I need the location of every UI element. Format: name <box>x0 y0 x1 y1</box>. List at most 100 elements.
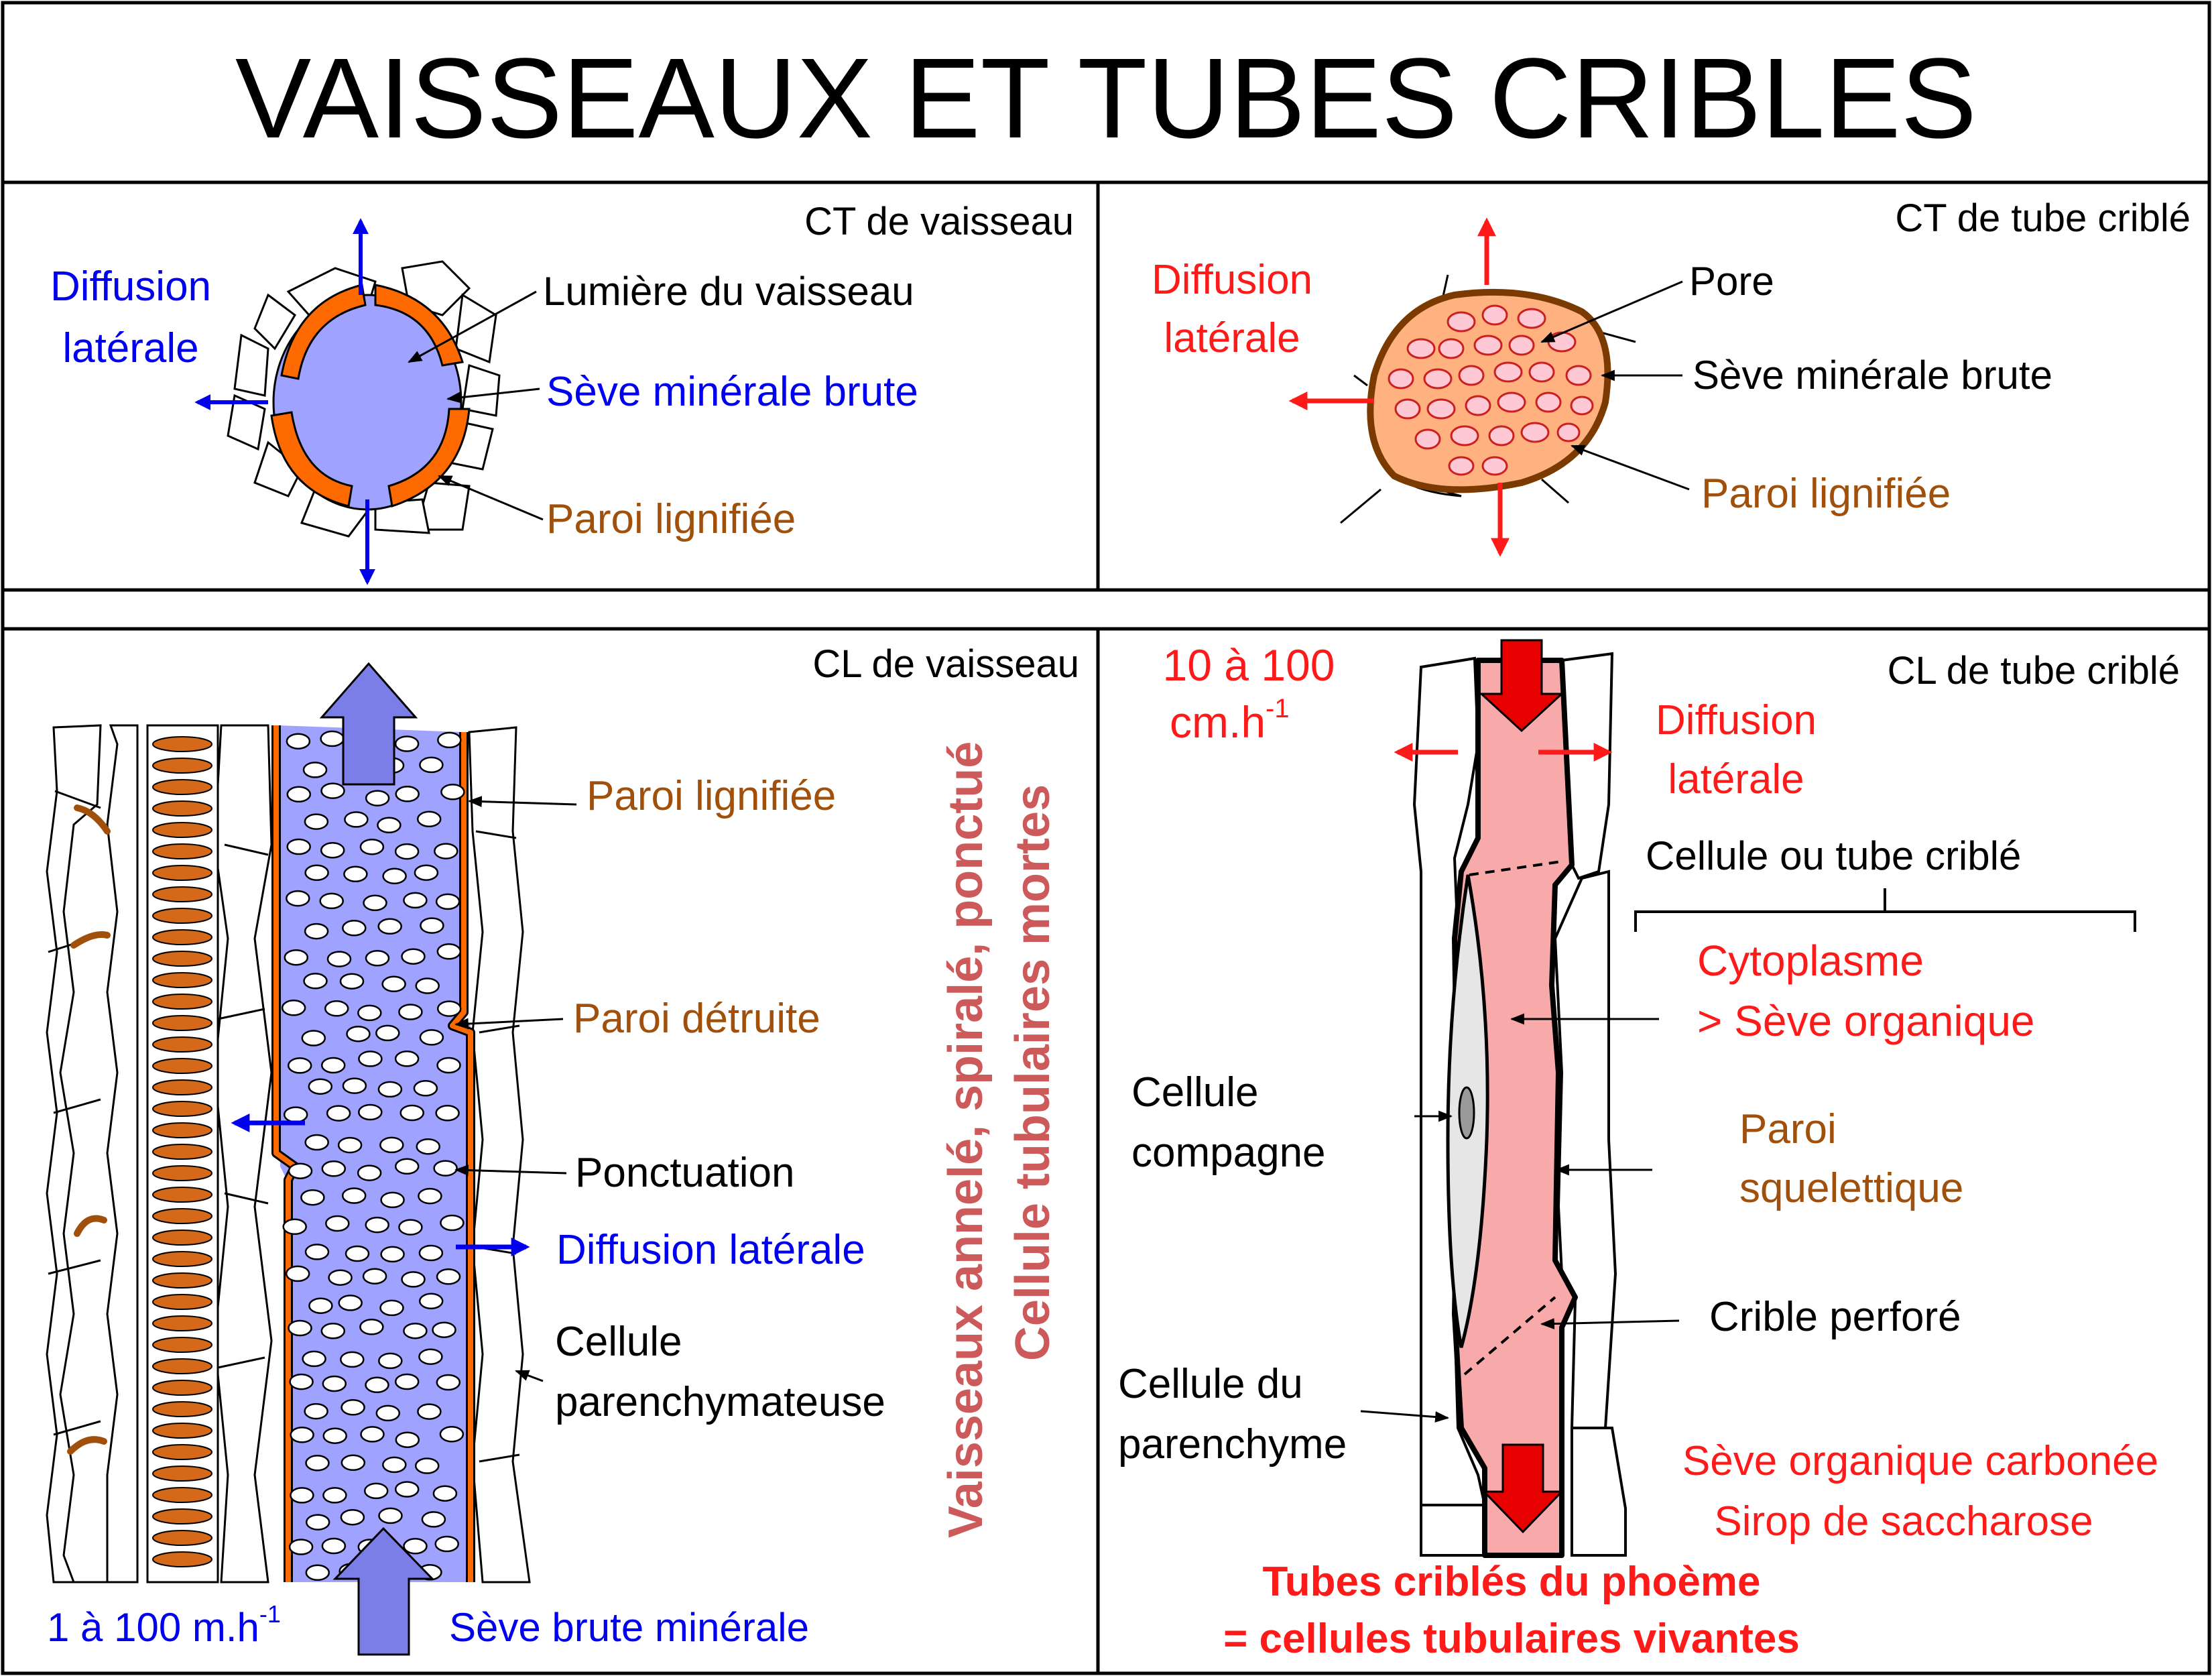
spiral-ring <box>152 908 212 924</box>
cl-sieve-seve-org-label-1: Sève organique carbonée <box>1682 1438 2158 1484</box>
pit <box>419 1029 444 1046</box>
pit <box>363 1482 389 1500</box>
cl-sieve-paroi-label-1: Paroi <box>1739 1106 1837 1152</box>
spiral-ring <box>152 1230 212 1246</box>
spiral-ring <box>152 886 212 902</box>
spiral-ring <box>152 1401 212 1417</box>
pit <box>394 1481 420 1498</box>
cl-sieve-cytoplasme-label-2: > Sève organique <box>1697 997 2035 1045</box>
pit <box>319 892 344 910</box>
cl-vessel-flow-arrows <box>319 662 435 1656</box>
spiral-ring <box>152 1144 212 1160</box>
pit <box>378 1507 403 1524</box>
pit <box>290 1427 314 1443</box>
spiral-ring <box>152 994 212 1010</box>
pit <box>394 1158 420 1175</box>
cl-sieve-compagne-label-2: compagne <box>1131 1130 1326 1176</box>
cl-sieve-pointers <box>1360 1013 1680 1423</box>
cl-sieve-header: CL de tube criblé <box>1888 649 2180 693</box>
pit <box>287 1057 312 1074</box>
spiral-ring <box>152 1036 212 1053</box>
pit <box>375 1024 400 1042</box>
pit <box>417 1403 442 1420</box>
pit <box>436 1268 461 1285</box>
pit <box>416 811 442 828</box>
spiral-ring <box>152 1444 212 1460</box>
pit <box>394 1051 420 1067</box>
cl-vessel-vertical-text-2: Cellule tubulaires mortes <box>1006 784 1060 1361</box>
cl-sieve-seve-org-label-2: Sirop de saccharose <box>1714 1498 2093 1545</box>
spiral-ring <box>152 1208 212 1224</box>
cl-sieve-bottom-label-1: Tubes criblés du phoème <box>1262 1559 1760 1605</box>
pit <box>346 1025 371 1042</box>
spiral-ring <box>152 865 212 881</box>
pit <box>283 1106 308 1123</box>
ct-sieve-neighbour-lines <box>1340 274 1636 524</box>
pit <box>304 1134 329 1151</box>
spiral-ring <box>152 1487 212 1503</box>
pit <box>359 838 385 855</box>
spiral-ring <box>152 1272 212 1289</box>
pit <box>394 1373 420 1390</box>
pit <box>379 1136 404 1154</box>
pit <box>360 1426 385 1443</box>
pit <box>281 1000 306 1016</box>
pit <box>435 1105 460 1122</box>
pit <box>340 1351 365 1368</box>
spiral-ring <box>152 1551 212 1567</box>
pit <box>375 1404 401 1422</box>
pit <box>305 1455 330 1472</box>
cl-sieve-bottom-label-2: = cellules tubulaires vivantes <box>1223 1616 1800 1662</box>
pit <box>418 1348 443 1365</box>
pit <box>358 1103 383 1121</box>
pit <box>400 1104 424 1122</box>
cl-vessel-speed-label: 1 à 100 m.h-1 <box>47 1600 281 1650</box>
spiral-ring <box>152 1530 212 1546</box>
pit <box>382 867 407 885</box>
sap-down-arrow-top <box>1479 639 1564 733</box>
spiral-ring <box>152 929 212 945</box>
pit <box>440 1214 465 1232</box>
cl-sieve-speed-label-1: 10 à 100 <box>1163 640 1335 690</box>
spiral-rings <box>152 736 212 1567</box>
pit <box>345 1245 370 1262</box>
pit <box>358 1051 383 1067</box>
pit <box>403 1538 428 1555</box>
spiral-ring <box>152 1079 212 1095</box>
cl-sieve-parenchyme-label-2: parenchyme <box>1118 1421 1347 1468</box>
pit <box>440 784 465 800</box>
pit <box>394 843 420 860</box>
pit <box>418 1187 442 1205</box>
pit <box>365 1216 389 1234</box>
cl-vessel-seve-brute-label: Sève brute minérale <box>449 1605 809 1650</box>
ct-vessel-seve-label: Sève minérale brute <box>546 369 918 415</box>
pit <box>320 730 345 747</box>
cl-vessel-cellule-label-2: parenchymateuse <box>555 1379 885 1425</box>
pit <box>326 951 352 967</box>
pit <box>286 838 311 855</box>
ct-vessel-header: CT de vaisseau <box>804 200 1074 243</box>
pit <box>320 1323 346 1339</box>
pit <box>436 1000 462 1017</box>
pit <box>308 1297 333 1314</box>
spiral-vessel <box>146 724 219 1583</box>
pit <box>326 1105 351 1122</box>
cell-bracket <box>1634 888 2136 932</box>
pit <box>286 786 312 803</box>
pit <box>344 811 369 828</box>
pit <box>434 1535 459 1553</box>
sieve-tube <box>1452 658 1578 1558</box>
sieve-plates <box>1463 860 1562 1376</box>
ct-vessel-paroi-label: Paroi lignifiée <box>546 496 796 542</box>
pit <box>421 1511 446 1528</box>
pit <box>286 733 311 750</box>
cl-vessel-cellule-label-1: Cellule <box>555 1319 682 1365</box>
spiral-ring <box>152 1015 212 1031</box>
pit <box>359 1319 384 1335</box>
cl-sieve-flow-arrows <box>1479 639 1564 1534</box>
pit <box>363 894 387 912</box>
pit <box>432 1485 458 1502</box>
pit <box>338 1295 363 1311</box>
pit <box>403 892 428 909</box>
